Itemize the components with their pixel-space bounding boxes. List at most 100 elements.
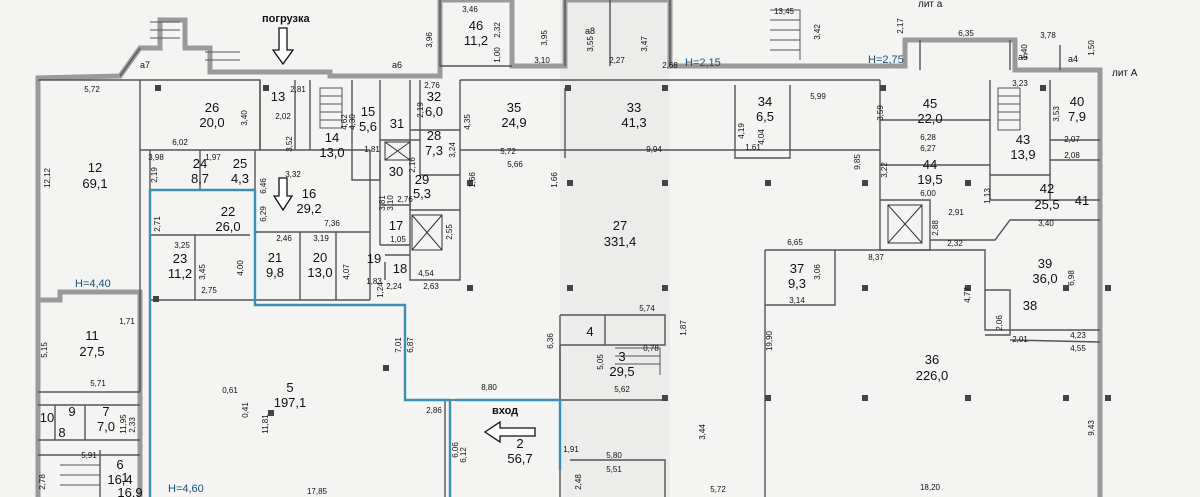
room-number: 21 — [268, 250, 282, 265]
room-area: 69,1 — [82, 176, 107, 191]
dimension-label: 6,06 — [451, 442, 460, 458]
dimension-label: 2,76 — [397, 195, 413, 204]
dimension-label: 3,40 — [1038, 219, 1054, 228]
dimension-label: 13,45 — [774, 7, 795, 16]
dimension-label: 3,24 — [448, 142, 457, 158]
dimension-label: 3,98 — [148, 153, 164, 162]
dimension-label: 1,66 — [550, 172, 559, 188]
dimension-label: 3,52 — [285, 136, 294, 152]
room-area: 9,8 — [266, 265, 284, 280]
selected-area-outline — [148, 188, 562, 497]
room-number: 35 — [507, 100, 521, 115]
room-area: 7,9 — [1068, 109, 1086, 124]
room-number: 26 — [205, 100, 219, 115]
dimension-label: 2,46 — [276, 234, 292, 243]
dimension-label: 5,72 — [500, 147, 516, 156]
dimension-label: 1,00 — [493, 47, 502, 63]
room-area: 7,3 — [425, 143, 443, 158]
dimension-label: 9,94 — [646, 145, 662, 154]
dimension-label: 5,15 — [40, 342, 49, 358]
room-number: 3 — [618, 349, 625, 364]
dimension-label: 2,76 — [424, 81, 440, 90]
dimension-label: 6,29 — [259, 206, 268, 222]
room-number: 1 — [121, 470, 128, 485]
dimension-label: 3,81 — [378, 195, 387, 211]
room-area: 29,5 — [609, 364, 634, 379]
dimension-label: 2,32 — [947, 239, 963, 248]
annex-label: a4 — [1068, 54, 1078, 64]
room-number: 9 — [68, 404, 75, 419]
room-number: 38 — [1023, 298, 1037, 313]
dimension-label: 6,27 — [920, 144, 936, 153]
room-number: 28 — [427, 128, 441, 143]
dimension-label: 17,85 — [307, 487, 328, 496]
dimension-label: 3,44 — [698, 424, 707, 440]
lit-a-top-label: лит а — [918, 0, 943, 10]
room-number: 13 — [271, 89, 285, 104]
room-number: 10 — [40, 410, 54, 425]
room-area: 16,9 — [117, 485, 142, 497]
dimension-label: 6,35 — [958, 29, 974, 38]
dimension-label: 2,75 — [201, 286, 217, 295]
entrance-label: вход — [492, 405, 518, 417]
dimension-label: 2,81 — [290, 85, 306, 94]
dimension-label: 3,14 — [789, 296, 805, 305]
room-number: 18 — [393, 261, 407, 276]
dimension-label: 3,55 — [586, 36, 595, 52]
room-area: 36,0 — [1032, 271, 1057, 286]
dimension-label: 4,77 — [963, 287, 972, 303]
room-number: 19 — [367, 251, 381, 266]
dimension-label: 3,96 — [425, 32, 434, 48]
room-number: 22 — [221, 204, 235, 219]
room-area: 11,2 — [464, 33, 488, 48]
annex-label: a7 — [140, 60, 150, 70]
room-number: 2 — [516, 436, 523, 451]
room-number: 14 — [325, 130, 339, 145]
dimension-label: 19,90 — [765, 330, 774, 351]
room-number: 27 — [613, 218, 627, 233]
room-area: 11,2 — [168, 266, 192, 281]
room-number: 46 — [469, 18, 483, 33]
annex-label: a5 — [1018, 52, 1028, 62]
dimension-label: 3,32 — [285, 170, 301, 179]
dimension-label: 2,08 — [1064, 151, 1080, 160]
room-labels: 1 16,9 2 56,7 3 29,5 4 5 197,1 6 16,4 7 … — [40, 18, 1089, 497]
dimension-label: 3,40 — [240, 110, 249, 126]
dimension-label: 12,12 — [43, 167, 52, 188]
lit-a-right-label: лит А — [1112, 68, 1138, 79]
dimension-label: 4,19 — [737, 123, 746, 139]
dimension-label: 9,85 — [853, 154, 862, 170]
stairs — [60, 9, 1021, 497]
dimension-label: 3,10 — [386, 195, 395, 211]
dimension-label: 9,43 — [1087, 420, 1096, 436]
room-area: 24,9 — [501, 115, 526, 130]
dimension-label: 2,07 — [1064, 135, 1080, 144]
dimension-label: 6,28 — [920, 133, 936, 142]
dimension-label: 0,41 — [241, 402, 250, 418]
room-area: 16,4 — [107, 472, 132, 487]
dimension-label: 3,42 — [813, 24, 822, 40]
dimension-label: 6,65 — [787, 238, 803, 247]
room-area: 197,1 — [274, 395, 307, 410]
room-number: 33 — [627, 100, 641, 115]
columns — [153, 85, 1111, 416]
dimension-label: 2,19 — [416, 102, 425, 118]
height-label: Н=2,15 — [685, 57, 721, 69]
room-number: 7 — [102, 404, 109, 419]
dimension-label: 3,06 — [813, 264, 822, 280]
dimension-label: 18,20 — [920, 483, 941, 492]
dimension-label: 4,54 — [418, 269, 434, 278]
dimension-label: 0,78 — [643, 344, 659, 353]
dimension-label: 2,86 — [426, 406, 442, 415]
loading-arrow-icon — [271, 27, 295, 66]
dimension-label: 1,97 — [205, 153, 221, 162]
annex-label: a8 — [585, 26, 595, 36]
dimension-label: 4,35 — [463, 114, 472, 130]
dimension-label: 5,99 — [810, 92, 826, 101]
dimension-label: 2,33 — [128, 417, 137, 433]
room-number: 41 — [1075, 193, 1089, 208]
dimension-label: 7,36 — [324, 219, 340, 228]
room-area: 25,5 — [1034, 197, 1059, 212]
dimension-label: 1,83 — [366, 277, 382, 286]
